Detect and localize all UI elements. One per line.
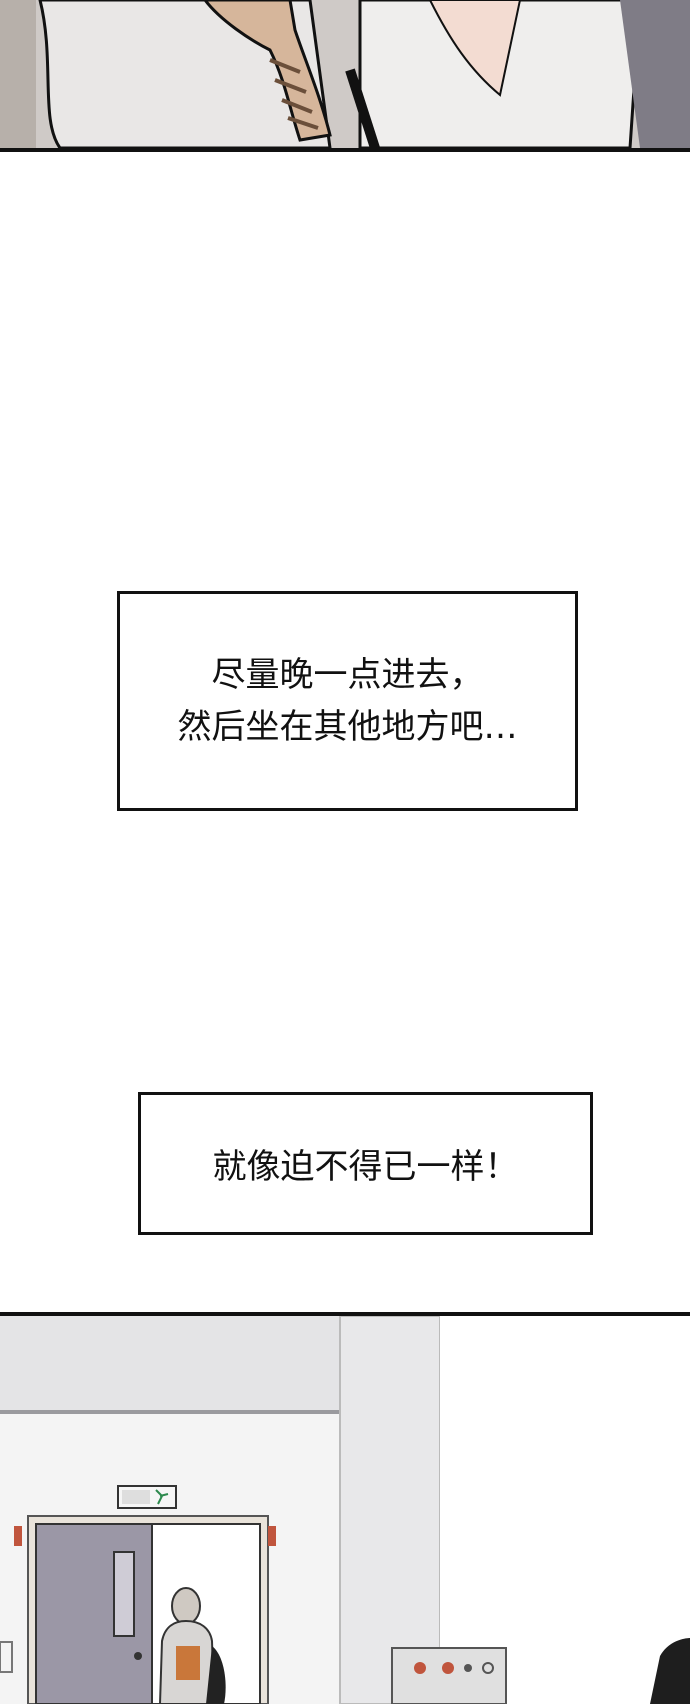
top-panel-artwork xyxy=(0,0,690,148)
caption-line: 然后坐在其他地方吧… xyxy=(177,707,518,747)
caption-text: 就像迫不得已一样！ xyxy=(213,1139,519,1188)
caption-box: 尽量晚一点进去， 然后坐在其他地方吧… xyxy=(117,591,578,811)
caption-box: 就像迫不得已一样！ xyxy=(138,1092,593,1235)
caption-text: 尽量晚一点进去， 然后坐在其他地方吧… xyxy=(178,649,518,753)
top-comic-panel xyxy=(0,0,690,152)
bottom-comic-panel xyxy=(0,1312,690,1704)
caption-line: 尽量晚一点进去， xyxy=(211,655,484,695)
hallway-scene-artwork xyxy=(0,1316,690,1704)
caption-line: 就像迫不得已一样！ xyxy=(212,1147,519,1187)
